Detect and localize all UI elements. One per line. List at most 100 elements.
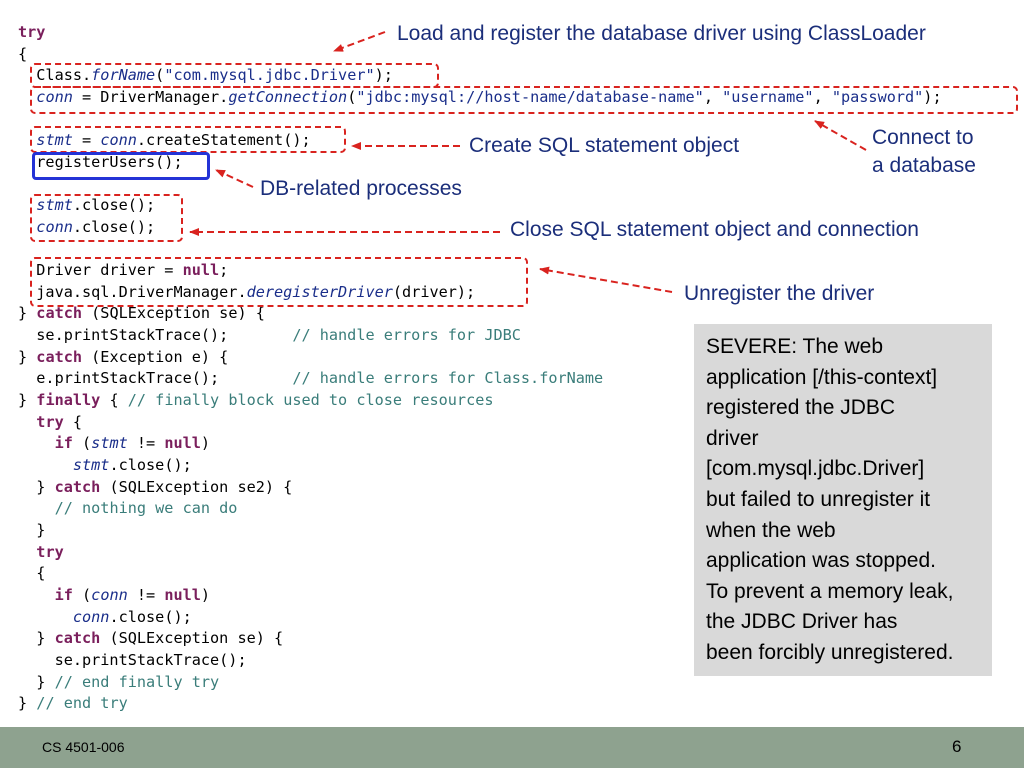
code-token: e.printStackTrace();: [18, 369, 293, 388]
code-token: (: [155, 66, 165, 85]
code-line: Class.forName("com.mysql.jdbc.Driver");: [18, 65, 393, 85]
code-line: registerUsers();: [18, 152, 183, 172]
code-line: stmt = conn.createStatement();: [18, 130, 310, 150]
code-token: (SQLException se2) {: [100, 477, 293, 496]
code-token: (: [347, 87, 357, 106]
code-token: forName: [91, 66, 156, 85]
code-line: se.printStackTrace();: [18, 650, 247, 670]
course-label: CS 4501-006: [42, 739, 125, 755]
code-token: );: [923, 87, 942, 106]
code-token: // nothing we can do: [54, 499, 238, 518]
code-token: ;: [219, 261, 229, 280]
code-line: } catch (SQLException se) {: [18, 303, 265, 323]
connect-annotation-line2: a database: [872, 154, 976, 177]
code-line: try {: [18, 412, 82, 432]
code-token: {: [18, 564, 46, 583]
create-statement-annotation: Create SQL statement object: [469, 134, 740, 157]
code-token: ,: [703, 87, 723, 106]
error-line: registered the JDBC: [706, 396, 896, 420]
code-token: conn: [36, 217, 73, 236]
code-token: try: [36, 542, 64, 561]
code-line: try: [18, 542, 64, 562]
code-token: conn: [72, 607, 110, 626]
code-token: );: [374, 66, 393, 85]
code-line: se.printStackTrace(); // handle errors f…: [18, 325, 521, 345]
page-number: 6: [952, 737, 962, 756]
code-token: (: [72, 434, 92, 453]
code-token: (SQLException se) {: [82, 304, 265, 323]
code-token: se.printStackTrace();: [18, 650, 247, 669]
code-token: Class.: [18, 66, 92, 85]
code-line: {: [18, 44, 27, 64]
code-token: se.printStackTrace();: [18, 326, 293, 345]
load-driver-arrow: [333, 31, 386, 52]
code-token: ): [200, 434, 211, 453]
error-line: To prevent a memory leak,: [706, 579, 954, 603]
code-token: = DriverManager.: [72, 87, 229, 106]
code-token: // end try: [36, 694, 128, 713]
code-token: .close();: [72, 196, 156, 215]
code-token: }: [18, 477, 55, 496]
code-token: (driver);: [392, 282, 476, 301]
unregister-driver-highlight-box: [30, 257, 528, 307]
code-token: // handle errors for Class.forName: [292, 369, 604, 388]
code-token: .close();: [109, 456, 192, 474]
code-token: // finally block used to close resources: [127, 391, 494, 410]
code-token: if: [54, 434, 73, 453]
error-line: application [/this-context]: [706, 365, 938, 389]
register-users-highlight-box: [32, 152, 210, 180]
code-token: "username": [722, 87, 814, 106]
code-line: }: [18, 520, 45, 540]
code-token: ): [200, 585, 211, 604]
load-driver-annotation: Load and register the database driver us…: [397, 22, 926, 45]
error-line: the JDBC Driver has: [706, 610, 898, 634]
code-token: {: [63, 412, 83, 431]
code-token: }: [18, 304, 37, 323]
code-line: } catch (SQLException se2) {: [18, 477, 292, 497]
code-token: }: [18, 520, 46, 539]
code-line: conn.close();: [18, 217, 155, 237]
code-token: (Exception e) {: [82, 347, 229, 366]
error-line: but failed to unregister it: [706, 487, 931, 511]
code-token: {: [100, 391, 128, 410]
code-token: // handle errors for JDBC: [292, 326, 521, 345]
code-line: } finally { // finally block used to clo…: [18, 390, 494, 410]
code-token: catch: [54, 477, 101, 496]
error-message-box: SEVERE: The web application [/this-conte…: [694, 324, 992, 676]
code-token: null: [164, 585, 201, 604]
code-token: !=: [127, 434, 165, 453]
connect-arrow: [814, 120, 867, 151]
code-token: (SQLException se) {: [100, 629, 284, 648]
error-line: SEVERE: The web: [706, 335, 884, 358]
code-token: // end finally try: [54, 672, 220, 691]
code-token: stmt: [72, 456, 110, 474]
code-line: } catch (Exception e) {: [18, 347, 228, 367]
code-token: }: [18, 629, 55, 648]
code-token: try: [36, 412, 64, 431]
code-token: java.sql.DriverManager.: [18, 282, 247, 301]
connection-highlight-box: [30, 86, 1018, 114]
code-token: stmt: [36, 131, 73, 150]
code-token: null: [164, 434, 201, 453]
code-token: catch: [36, 304, 83, 323]
code-line: } // end try: [18, 693, 128, 713]
error-line: driver: [706, 426, 759, 450]
code-token: "com.mysql.jdbc.Driver": [164, 66, 375, 85]
code-token: =: [72, 131, 101, 150]
code-token: }: [18, 347, 37, 366]
code-token: }: [18, 391, 37, 410]
code-line: stmt.close();: [18, 195, 155, 215]
code-token: "password": [831, 87, 924, 106]
code-token: .close();: [109, 607, 192, 626]
code-line: Driver driver = null;: [18, 260, 228, 280]
code-token: getConnection: [228, 87, 348, 106]
code-line: java.sql.DriverManager.deregisterDriver(…: [18, 282, 475, 302]
error-line: when the web: [706, 518, 836, 542]
code-token: catch: [54, 629, 101, 648]
code-token: registerUsers();: [18, 152, 183, 171]
code-line: } // end finally try: [18, 672, 219, 692]
unregister-arrow: [539, 266, 673, 293]
code-line: } catch (SQLException se) {: [18, 628, 283, 648]
code-token: finally: [36, 391, 101, 410]
